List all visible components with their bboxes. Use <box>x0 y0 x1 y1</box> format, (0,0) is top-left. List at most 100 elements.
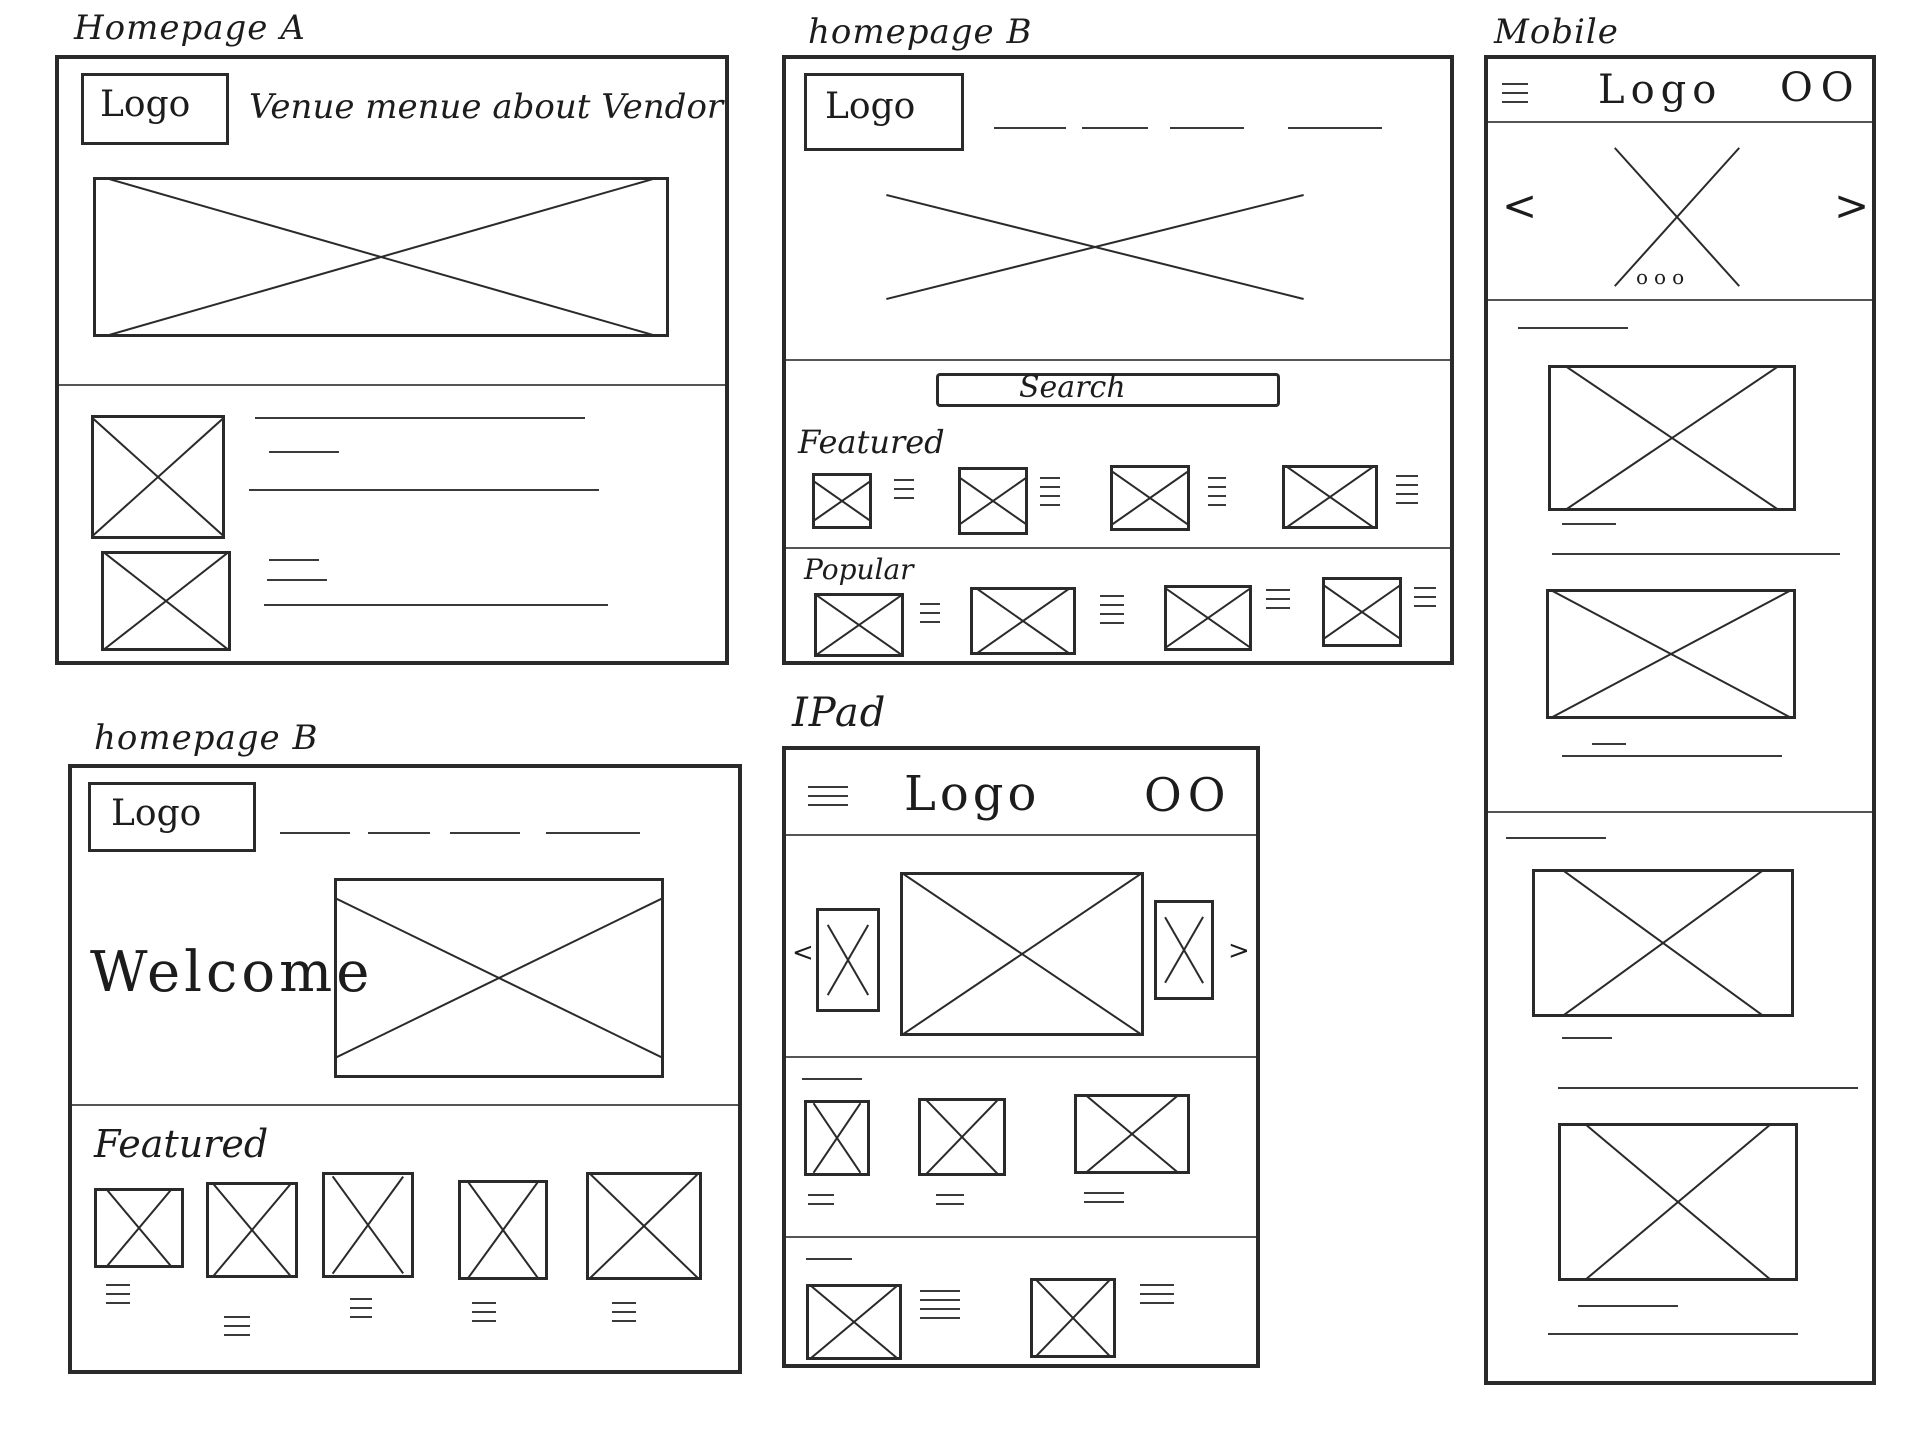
featured-card-desc-2 <box>224 1316 250 1343</box>
mobile-hero-divider <box>1488 299 1872 301</box>
homepage-a-item-image-2 <box>101 551 231 651</box>
nav-placeholder-line[interactable] <box>1170 127 1244 129</box>
mobile-header-divider <box>1488 121 1872 123</box>
ipad-prev-arrow[interactable]: < <box>792 938 814 968</box>
nav-placeholder-line[interactable] <box>280 832 350 834</box>
nav-placeholder-line[interactable] <box>994 127 1066 129</box>
ipad-frame: Logo OO < > <box>782 746 1260 1368</box>
ipad-icons[interactable]: OO <box>1144 768 1232 822</box>
ipad-grid-image-1[interactable] <box>804 1100 870 1176</box>
hamburger-icon[interactable] <box>1502 83 1528 110</box>
mobile-card-image-3[interactable] <box>1532 869 1794 1017</box>
ipad-divider-1 <box>786 1056 1256 1058</box>
popular-thumb-1[interactable] <box>814 593 904 657</box>
featured-thumb-2[interactable] <box>958 467 1028 535</box>
popular-desc-4 <box>1414 587 1436 614</box>
ipad-next-arrow[interactable]: > <box>1228 936 1250 966</box>
nav-placeholder-line[interactable] <box>368 832 430 834</box>
homepage-b-bottom-hero-image <box>334 878 664 1078</box>
featured-desc-4 <box>1396 475 1418 511</box>
mobile-card-image-4[interactable] <box>1558 1123 1798 1281</box>
homepage-a-logo-box[interactable]: Logo <box>81 73 229 145</box>
homepage-b-top-divider-1 <box>786 359 1450 361</box>
ipad-carousel-next-image[interactable] <box>1154 900 1214 1000</box>
mobile-icons[interactable]: OO <box>1780 65 1862 111</box>
ipad-list-image-2[interactable] <box>1030 1278 1116 1358</box>
featured-desc-2 <box>1040 477 1060 513</box>
ipad-grid-image-3[interactable] <box>1074 1094 1190 1174</box>
mobile-next-arrow[interactable]: > <box>1834 181 1870 230</box>
ipad-carousel-prev-image[interactable] <box>816 908 880 1012</box>
popular-desc-1 <box>920 603 940 630</box>
popular-thumb-2[interactable] <box>970 587 1076 655</box>
homepage-a-logo: Logo <box>100 84 191 125</box>
homepage-b-bottom-featured-label: Featured <box>94 1122 269 1166</box>
text-line <box>1548 1333 1798 1335</box>
text-line <box>1578 1305 1678 1307</box>
text-line <box>802 1078 862 1080</box>
nav-placeholder-line[interactable] <box>546 832 640 834</box>
text-line <box>1558 1087 1858 1089</box>
text-line <box>267 579 327 581</box>
featured-thumb-4[interactable] <box>1282 465 1378 529</box>
homepage-b-bottom-logo: Logo <box>111 793 202 834</box>
featured-card-3[interactable] <box>322 1172 414 1278</box>
popular-desc-2 <box>1100 595 1124 631</box>
nav-placeholder-line[interactable] <box>450 832 520 834</box>
popular-thumb-3[interactable] <box>1164 585 1252 651</box>
homepage-a-nav[interactable]: Venue menue about Vendor <box>249 87 724 127</box>
homepage-b-bottom-title: homepage B <box>94 718 319 758</box>
homepage-b-top-divider-2 <box>786 547 1450 549</box>
nav-placeholder-line[interactable] <box>1082 127 1148 129</box>
ipad-list-desc-1 <box>920 1290 960 1326</box>
homepage-b-bottom-frame: Logo Welcome Featured <box>68 764 742 1374</box>
mobile-card-image-2[interactable] <box>1546 589 1796 719</box>
featured-card-desc-3 <box>350 1298 372 1325</box>
ipad-grid-desc-2 <box>936 1194 964 1212</box>
mobile-carousel-dots[interactable]: ooo <box>1636 265 1691 289</box>
text-line <box>1518 327 1628 329</box>
popular-thumb-4[interactable] <box>1322 577 1402 647</box>
mobile-logo: Logo <box>1598 67 1723 113</box>
hamburger-icon[interactable] <box>808 786 848 813</box>
featured-thumb-1[interactable] <box>812 473 872 529</box>
homepage-a-hero-image <box>93 177 669 337</box>
homepage-b-bottom-logo-box[interactable]: Logo <box>88 782 256 852</box>
homepage-a-title: Homepage A <box>74 8 306 48</box>
featured-thumb-3[interactable] <box>1110 465 1190 531</box>
mobile-divider-2 <box>1488 811 1872 813</box>
featured-card-4[interactable] <box>458 1180 548 1280</box>
featured-card-2[interactable] <box>206 1182 298 1278</box>
text-line <box>1562 523 1616 525</box>
text-line <box>269 559 319 561</box>
homepage-b-top-logo-box[interactable]: Logo <box>804 73 964 151</box>
featured-card-desc-5 <box>612 1302 636 1329</box>
featured-desc-1 <box>894 479 914 506</box>
homepage-b-top-search[interactable]: Search <box>936 370 1280 407</box>
homepage-b-top-popular-label: Popular <box>804 553 914 586</box>
ipad-list-image-1[interactable] <box>806 1284 902 1360</box>
homepage-b-bottom-divider <box>72 1104 738 1106</box>
text-line <box>1506 837 1606 839</box>
ipad-grid-desc-3 <box>1084 1192 1124 1210</box>
ipad-grid-desc-1 <box>808 1194 834 1212</box>
mobile-title: Mobile <box>1494 12 1619 52</box>
featured-card-1[interactable] <box>94 1188 184 1268</box>
text-line <box>1562 1037 1612 1039</box>
featured-card-5[interactable] <box>586 1172 702 1280</box>
text-line <box>1562 755 1782 757</box>
mobile-prev-arrow[interactable]: < <box>1502 181 1538 230</box>
featured-card-desc-4 <box>472 1302 496 1329</box>
homepage-a-frame: Logo Venue menue about Vendor <box>55 55 729 665</box>
ipad-divider-2 <box>786 1236 1256 1238</box>
ipad-logo: Logo <box>904 766 1041 822</box>
ipad-grid-image-2[interactable] <box>918 1098 1006 1176</box>
text-line <box>1552 553 1840 555</box>
homepage-b-top-hero-x <box>880 197 1310 297</box>
ipad-title: IPad <box>792 690 887 736</box>
nav-placeholder-line[interactable] <box>1288 127 1382 129</box>
homepage-b-bottom-welcome: Welcome <box>90 940 374 1005</box>
homepage-b-top-featured-label: Featured <box>798 423 945 461</box>
ipad-carousel-main-image[interactable] <box>900 872 1144 1036</box>
mobile-card-image-1[interactable] <box>1548 365 1796 511</box>
